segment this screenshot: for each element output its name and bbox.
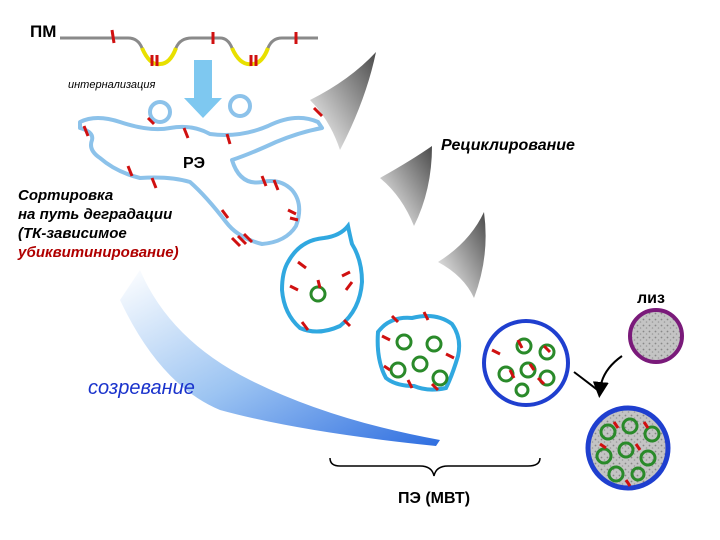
clathrin-coat [140,47,178,67]
lysosome [628,308,684,364]
recycling-flame [380,146,432,226]
recycling-flame [438,212,486,298]
maturation-arrow-band [120,270,440,446]
lysosome-label: лиз [637,290,665,307]
fusion-arrow [573,371,601,393]
re-receptors [82,106,324,248]
intermediate-mvb [375,314,462,392]
late-endosome [482,319,570,407]
fusion-arrow [592,355,623,398]
recycling-flame [310,52,376,150]
mvb-receptors [381,311,455,392]
recycling-endosome-label: РЭ [183,155,206,172]
sorting-label: Сортировка на путь деградации (ТК-зависи… [18,186,179,262]
late-endosome-bracket [329,457,541,477]
endolysosome-ilvs [595,417,661,483]
pm-receptors [110,29,298,66]
ubiquitination-line: убиквитинирование) [18,244,179,261]
sorting-line: Сортировка [18,187,114,204]
internalization-label: интернализация [68,79,156,91]
sorting-line: (ТК-зависимое [18,225,127,242]
internalization-arrow [184,60,222,118]
mvb-ilvs [389,333,449,387]
sorting-line: на путь деградации [18,206,173,223]
plasma-membrane-label: ПМ [30,22,57,41]
maturation-label: созревание [88,377,195,399]
sorting-endosome [279,221,365,334]
sorting-receptors [289,260,354,331]
late-endosome-label: ПЭ (МВТ) [398,490,471,507]
plasma-membrane [60,36,318,66]
ilv [309,285,327,303]
endolysosome-receptors [599,421,650,487]
late-endosome-receptors [491,339,552,386]
recycling-label: Рециклирование [441,137,575,154]
